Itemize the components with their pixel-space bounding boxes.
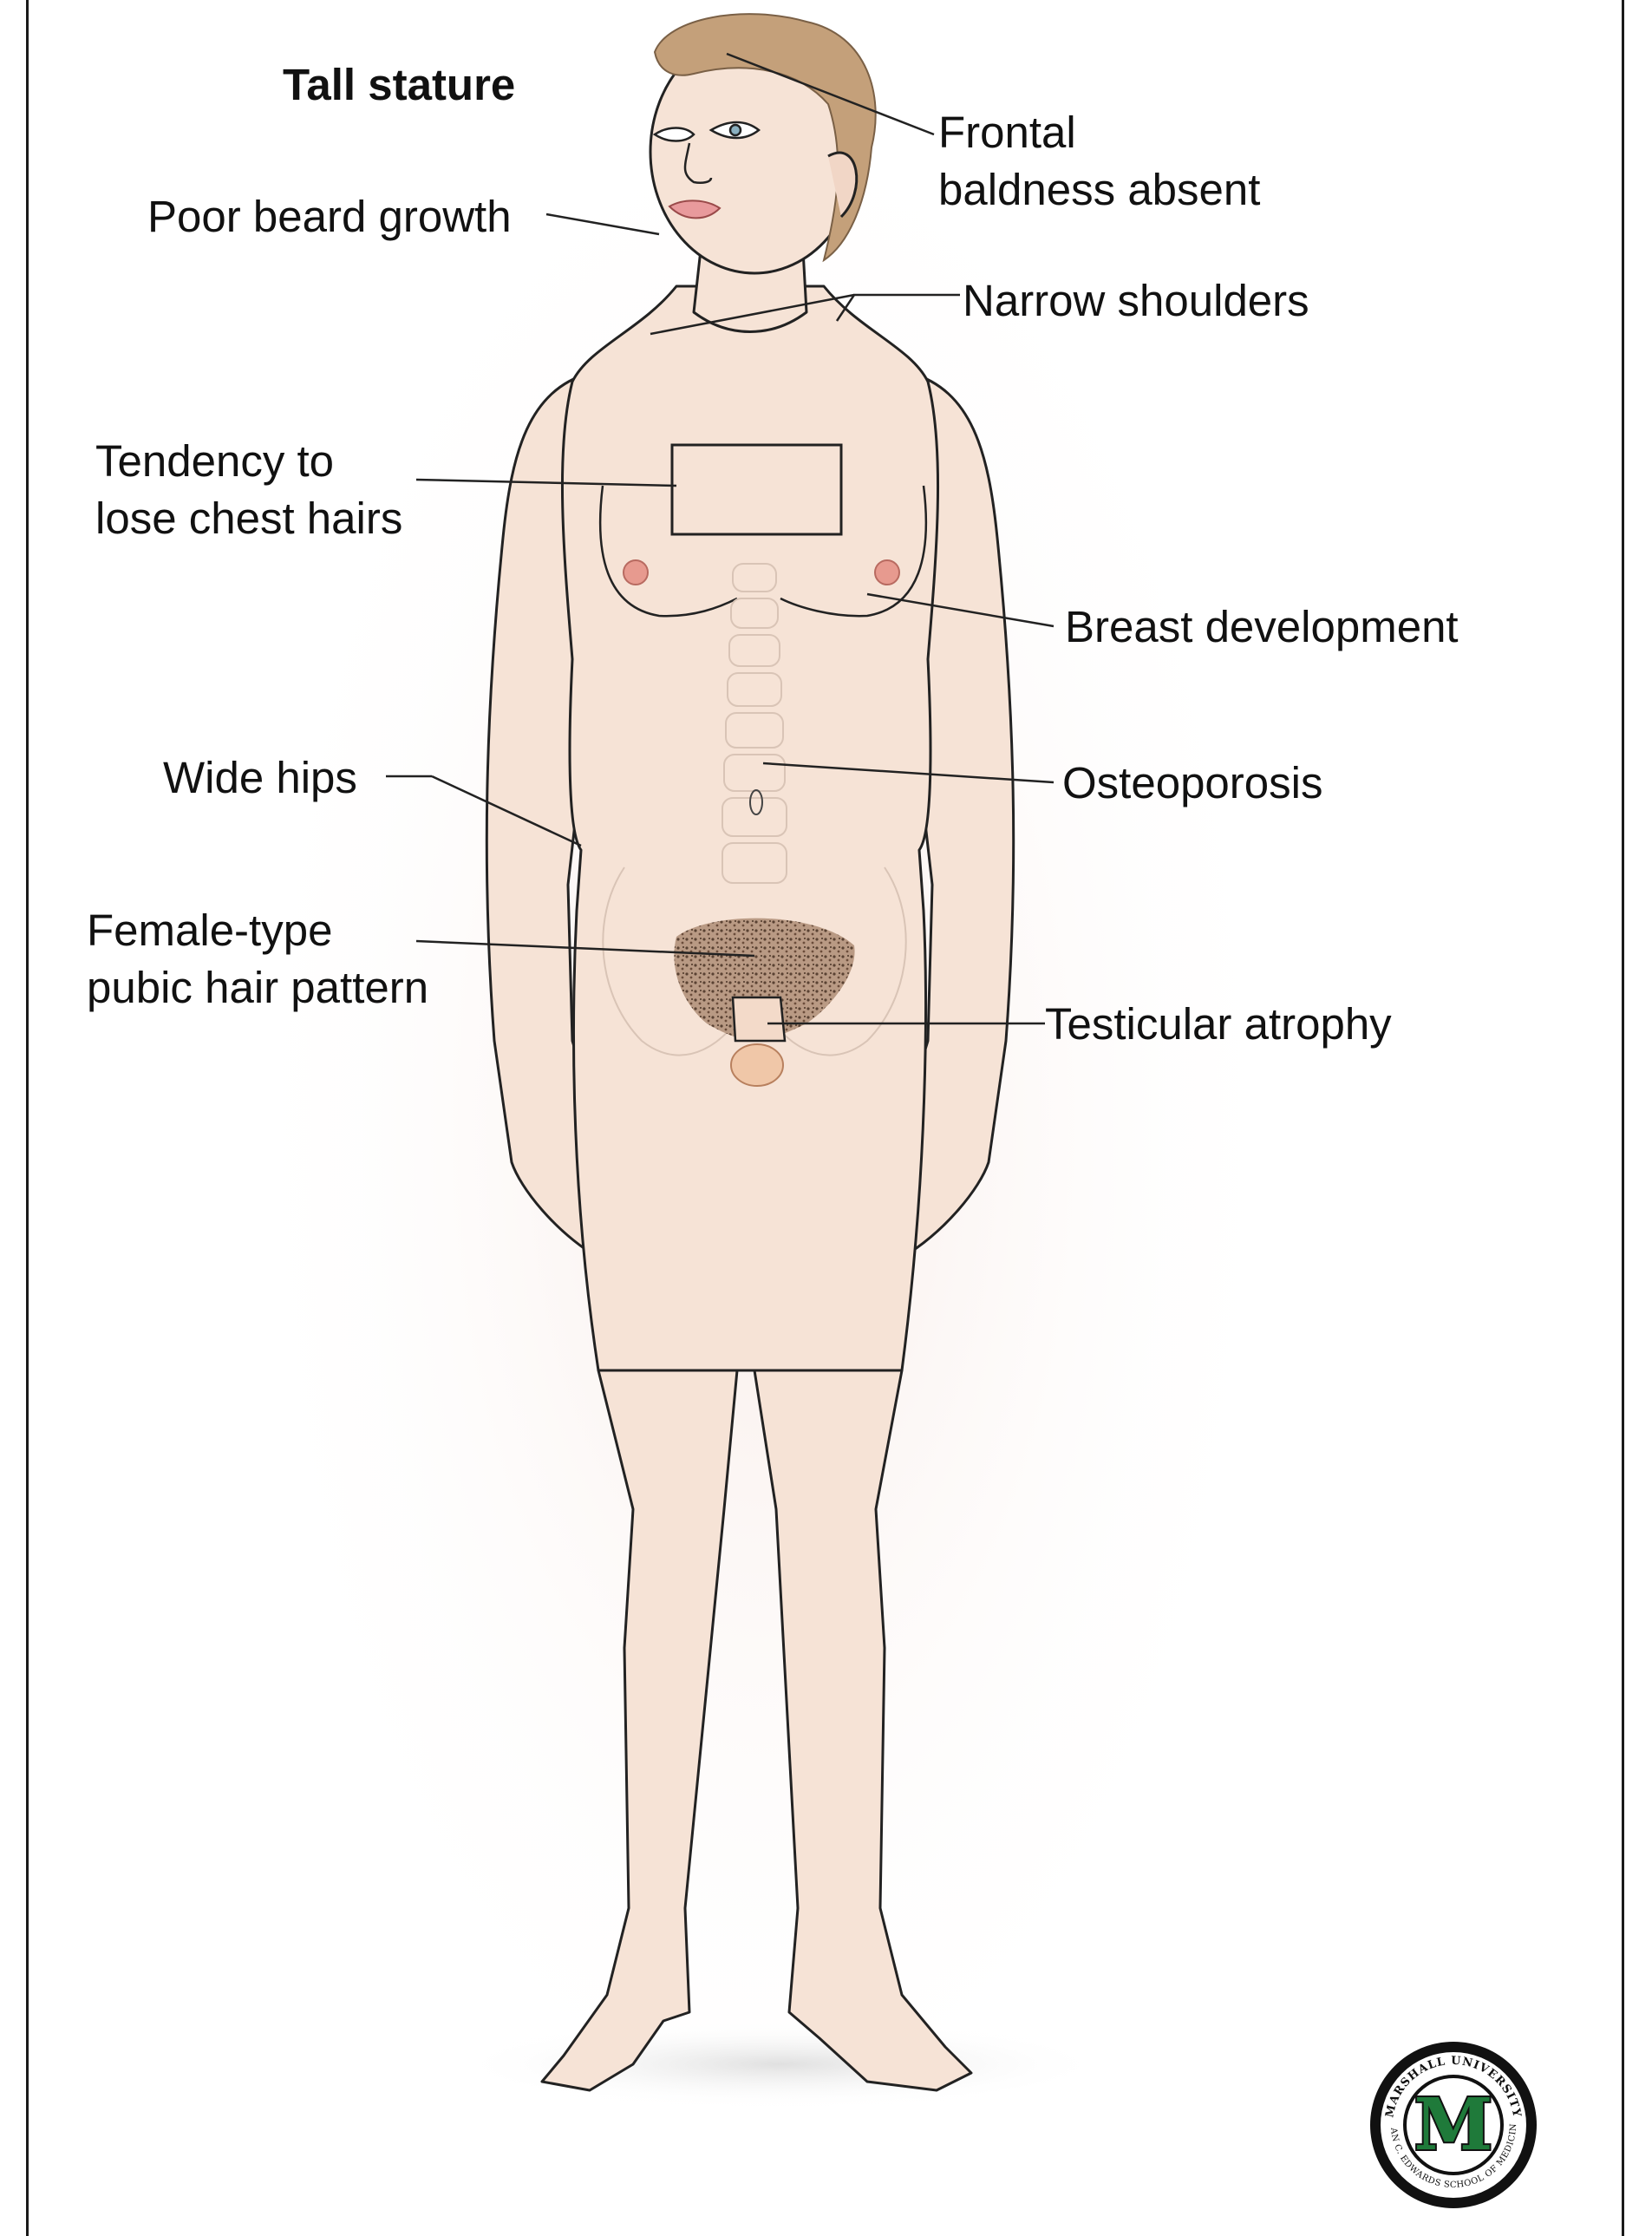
marshall-university-logo: MARSHALL UNIVERSITY JOAN C. EDWARDS SCHO… xyxy=(1367,2038,1540,2212)
label-chest-hairs: Tendency to lose chest hairs xyxy=(95,433,402,547)
label-testicular-atrophy: Testicular atrophy xyxy=(1045,996,1392,1053)
nipple-left xyxy=(624,560,648,585)
label-narrow-shoulders: Narrow shoulders xyxy=(963,272,1309,330)
label-pubic-hair-pattern: Female-type pubic hair pattern xyxy=(87,902,428,1017)
floor-shadow xyxy=(451,2021,1110,2108)
label-pubic-line1: Female-type xyxy=(87,902,428,959)
label-breast-development: Breast development xyxy=(1065,598,1459,656)
label-frontal-baldness: Frontal baldness absent xyxy=(938,104,1260,219)
chest-hair-box xyxy=(672,445,841,534)
svg-text:M: M xyxy=(1414,2083,1493,2167)
title-tall-stature: Tall stature xyxy=(283,56,515,114)
label-frontal-line1: Frontal xyxy=(938,104,1260,161)
label-frontal-line2: baldness absent xyxy=(938,161,1260,219)
nipple-right xyxy=(875,560,899,585)
label-chest-line1: Tendency to xyxy=(95,433,402,490)
label-poor-beard-growth: Poor beard growth xyxy=(147,188,512,245)
label-osteoporosis: Osteoporosis xyxy=(1062,755,1322,812)
label-wide-hips: Wide hips xyxy=(163,749,357,807)
penis xyxy=(733,997,785,1041)
testis xyxy=(731,1044,783,1086)
label-chest-line2: lose chest hairs xyxy=(95,490,402,547)
label-pubic-line2: pubic hair pattern xyxy=(87,959,428,1017)
